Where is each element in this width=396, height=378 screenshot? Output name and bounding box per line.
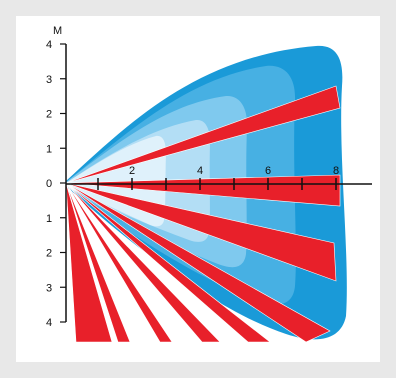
vertical-tick-label: 4	[46, 317, 52, 329]
beam-fan-2	[65, 182, 131, 343]
beam-4	[65, 182, 331, 343]
vertical-tick-label: 0	[46, 178, 52, 190]
beam-fan-3	[65, 182, 173, 343]
vertical-tick-label: 4	[46, 39, 52, 51]
vertical-axis-unit: M	[53, 25, 62, 37]
horizontal-tick-label: 2	[129, 165, 135, 177]
vertical-tick-label: 1	[46, 143, 52, 155]
vertical-tick-label: 2	[46, 109, 52, 121]
vertical-tick-label: 3	[46, 74, 52, 86]
beam-fan-4	[65, 182, 221, 343]
vertical-tick-label: 1	[46, 213, 52, 225]
horizontal-tick-label: 6	[265, 165, 271, 177]
vertical-tick-label: 3	[46, 282, 52, 294]
vertical-tick-label: 2	[46, 248, 52, 260]
diagram-panel: 4 3 2 1 0 1 2 3 4 2 4 6 8 M	[16, 16, 380, 362]
vertical-axis-ticks: 4 3 2 1 0 1 2 3 4	[46, 39, 66, 329]
detection-pattern-diagram: 4 3 2 1 0 1 2 3 4 2 4 6 8 M	[46, 25, 372, 343]
beam-3	[65, 182, 337, 282]
beam-fan-5	[65, 182, 271, 343]
beam-1	[65, 85, 341, 184]
beam-2	[65, 174, 341, 207]
beam-fan-1	[65, 182, 113, 343]
horizontal-tick-label: 8	[333, 165, 339, 177]
detection-beams	[65, 85, 341, 343]
horizontal-axis-ticks: 2 4 6 8	[97, 165, 339, 190]
horizontal-tick-label: 4	[197, 165, 203, 177]
axes: 4 3 2 1 0 1 2 3 4 2 4 6 8 M	[46, 25, 372, 329]
